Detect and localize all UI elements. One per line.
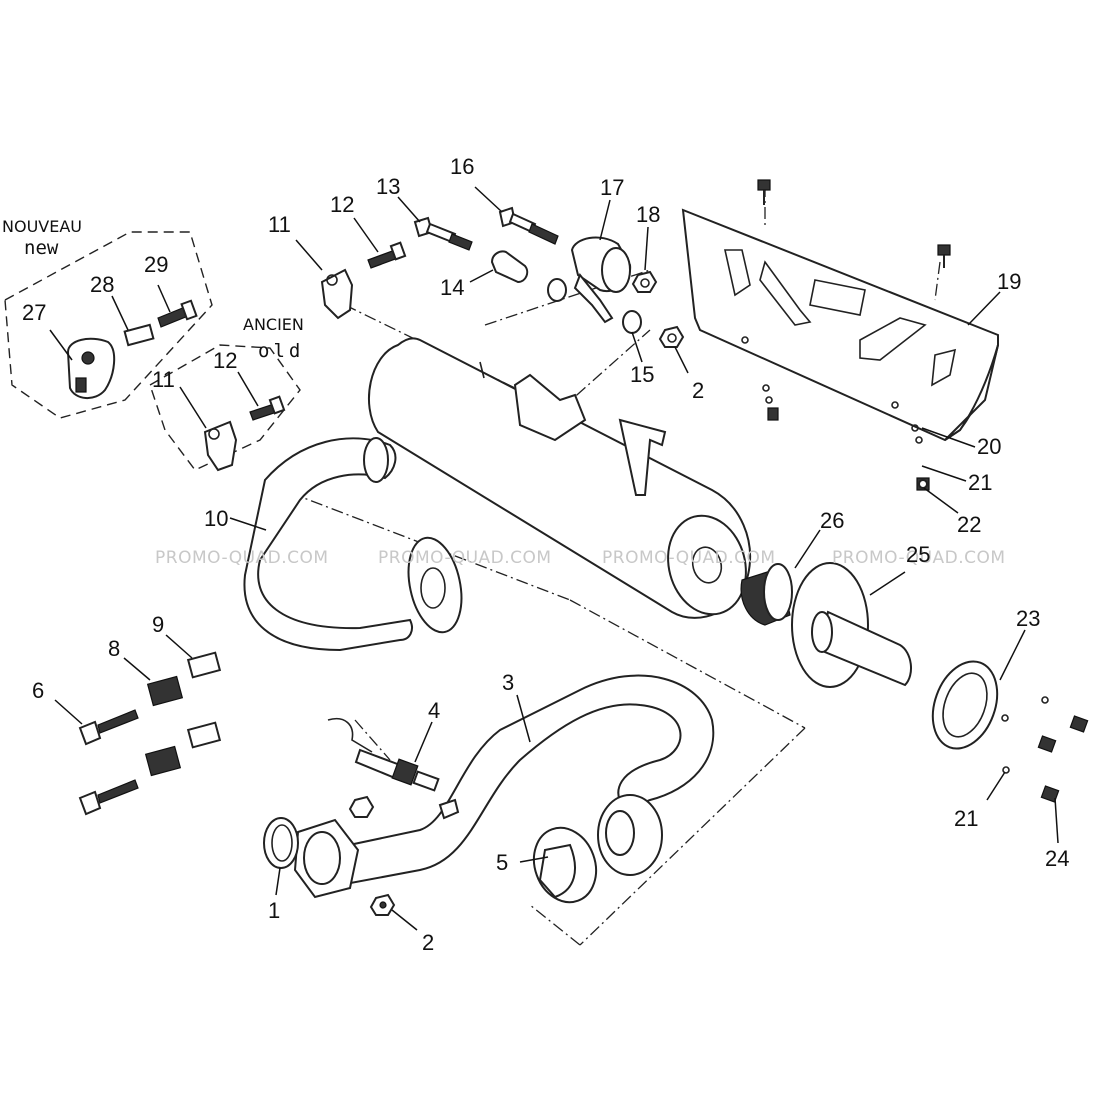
callout-9: 9 — [152, 612, 164, 637]
label-new-fr: NOUVEAU — [2, 217, 82, 236]
leader-lines — [49, 186, 1059, 931]
spark-arrestor — [740, 563, 793, 626]
watermark-2: PROMO-QUAD.COM — [378, 548, 552, 568]
oxygen-sensor — [327, 718, 440, 792]
retaining-ring — [931, 660, 999, 750]
callout-20: 20 — [977, 434, 1001, 459]
bolt-13 — [413, 216, 473, 251]
callout-26: 26 — [820, 508, 844, 533]
callout-12-new: 12 — [330, 192, 354, 217]
callout-17: 17 — [600, 175, 624, 200]
callout-11-old: 11 — [152, 367, 175, 392]
callout-24: 24 — [1045, 846, 1069, 871]
callout-2-upper: 2 — [692, 378, 704, 403]
pivot-bushing-17 — [570, 236, 632, 324]
bracket-27 — [66, 337, 116, 399]
label-new-en: new — [24, 237, 59, 259]
bolt-16 — [498, 206, 559, 245]
seal-5 — [532, 826, 598, 904]
callout-16: 16 — [450, 154, 474, 179]
bolt-12-new — [367, 241, 407, 269]
callout-13: 13 — [376, 174, 400, 199]
callout-15: 15 — [630, 362, 654, 387]
label-old-en: old — [258, 340, 304, 362]
spacer-28 — [123, 323, 155, 347]
bracket-old — [203, 420, 238, 472]
nut-18 — [631, 270, 658, 293]
label-old-fr: ANCIEN — [243, 315, 304, 334]
callout-27: 27 — [22, 300, 46, 325]
front-exhaust-pipe — [293, 674, 715, 899]
callout-5: 5 — [496, 850, 508, 875]
callout-4: 4 — [428, 698, 440, 723]
callout-25: 25 — [906, 542, 930, 567]
callout-18: 18 — [636, 202, 660, 227]
watermark-4: PROMO-QUAD.COM — [832, 548, 1006, 568]
bolt-12-old — [249, 395, 286, 421]
callout-19: 19 — [997, 269, 1021, 294]
watermarks: PROMO-QUAD.COM PROMO-QUAD.COM PROMO-QUAD… — [155, 548, 1006, 568]
callout-numbers: 1 2 2 3 4 5 6 8 9 10 11 11 12 12 13 14 1… — [22, 154, 1069, 955]
heat-shield — [681, 179, 999, 442]
silencer-body — [243, 337, 752, 652]
callout-10: 10 — [204, 506, 228, 531]
ring-hardware — [1001, 696, 1089, 803]
nut-pipe — [348, 795, 375, 818]
washer-15-left — [547, 278, 567, 302]
callout-14: 14 — [440, 275, 464, 300]
bracket-new — [320, 268, 354, 320]
stud-bolts — [78, 709, 139, 816]
callout-29: 29 — [144, 252, 168, 277]
gasket-1 — [263, 817, 299, 869]
collars — [186, 651, 222, 749]
callout-2-lower: 2 — [422, 930, 434, 955]
washer-15-right — [622, 310, 642, 334]
callout-21-upper: 21 — [968, 470, 992, 495]
rubber-dampers — [144, 675, 184, 777]
bolt-29 — [157, 299, 198, 328]
callout-28: 28 — [90, 272, 114, 297]
old-variant-box — [149, 344, 301, 471]
shield-hardware — [762, 384, 930, 491]
tail-pipe — [791, 562, 912, 688]
callout-12-old: 12 — [213, 348, 237, 373]
callout-1: 1 — [268, 898, 280, 923]
new-variant-box — [4, 231, 213, 419]
nut-2-lower — [369, 893, 396, 916]
nut-2-upper — [658, 325, 685, 348]
callout-8: 8 — [108, 636, 120, 661]
watermark-3: PROMO-QUAD.COM — [602, 548, 776, 568]
callout-3: 3 — [502, 670, 514, 695]
callout-11-new: 11 — [268, 212, 291, 237]
callout-21-lower: 21 — [954, 806, 978, 831]
pin-14 — [490, 250, 529, 284]
callout-6: 6 — [32, 678, 44, 703]
watermark-1: PROMO-QUAD.COM — [155, 548, 329, 568]
callout-23: 23 — [1016, 606, 1040, 631]
callout-22: 22 — [957, 512, 981, 537]
